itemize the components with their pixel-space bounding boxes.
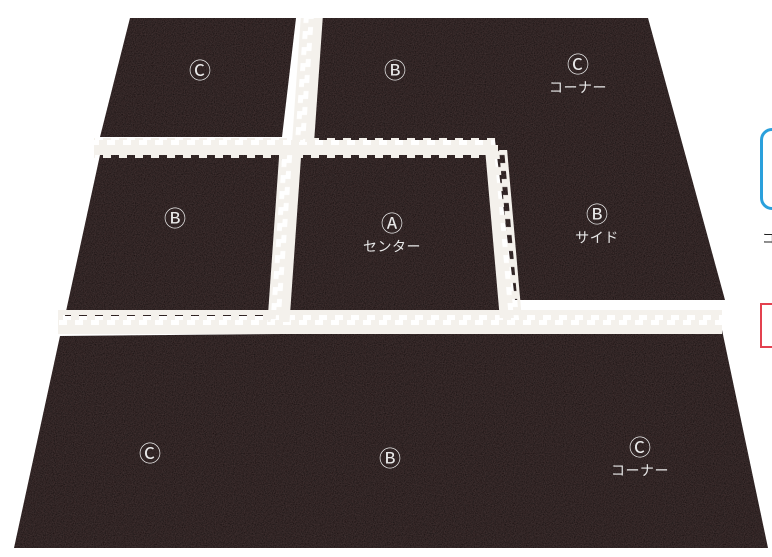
joint-lower-horizontal bbox=[58, 310, 722, 334]
tile-label-top-middle: Ⓑ bbox=[384, 59, 406, 84]
tile-label-center: Ⓐ センター bbox=[363, 212, 421, 255]
tile-label-middle-right: Ⓑ サイド bbox=[575, 203, 619, 246]
side-partial-text: コ bbox=[762, 228, 772, 247]
mat-tile-middle-left bbox=[65, 155, 282, 316]
red-outline-box bbox=[760, 303, 772, 348]
tile-label-bottom-left: Ⓒ bbox=[139, 442, 161, 467]
rounded-rect-blue-icon bbox=[760, 128, 772, 210]
tile-label-top-right: Ⓒ コーナー bbox=[549, 53, 607, 96]
tile-label-bottom-middle: Ⓑ bbox=[379, 447, 401, 472]
tile-label-top-left: Ⓒ bbox=[189, 59, 211, 84]
tile-label-middle-left: Ⓑ bbox=[164, 207, 186, 232]
tile-label-bottom-right: Ⓒ コーナー bbox=[611, 436, 669, 479]
